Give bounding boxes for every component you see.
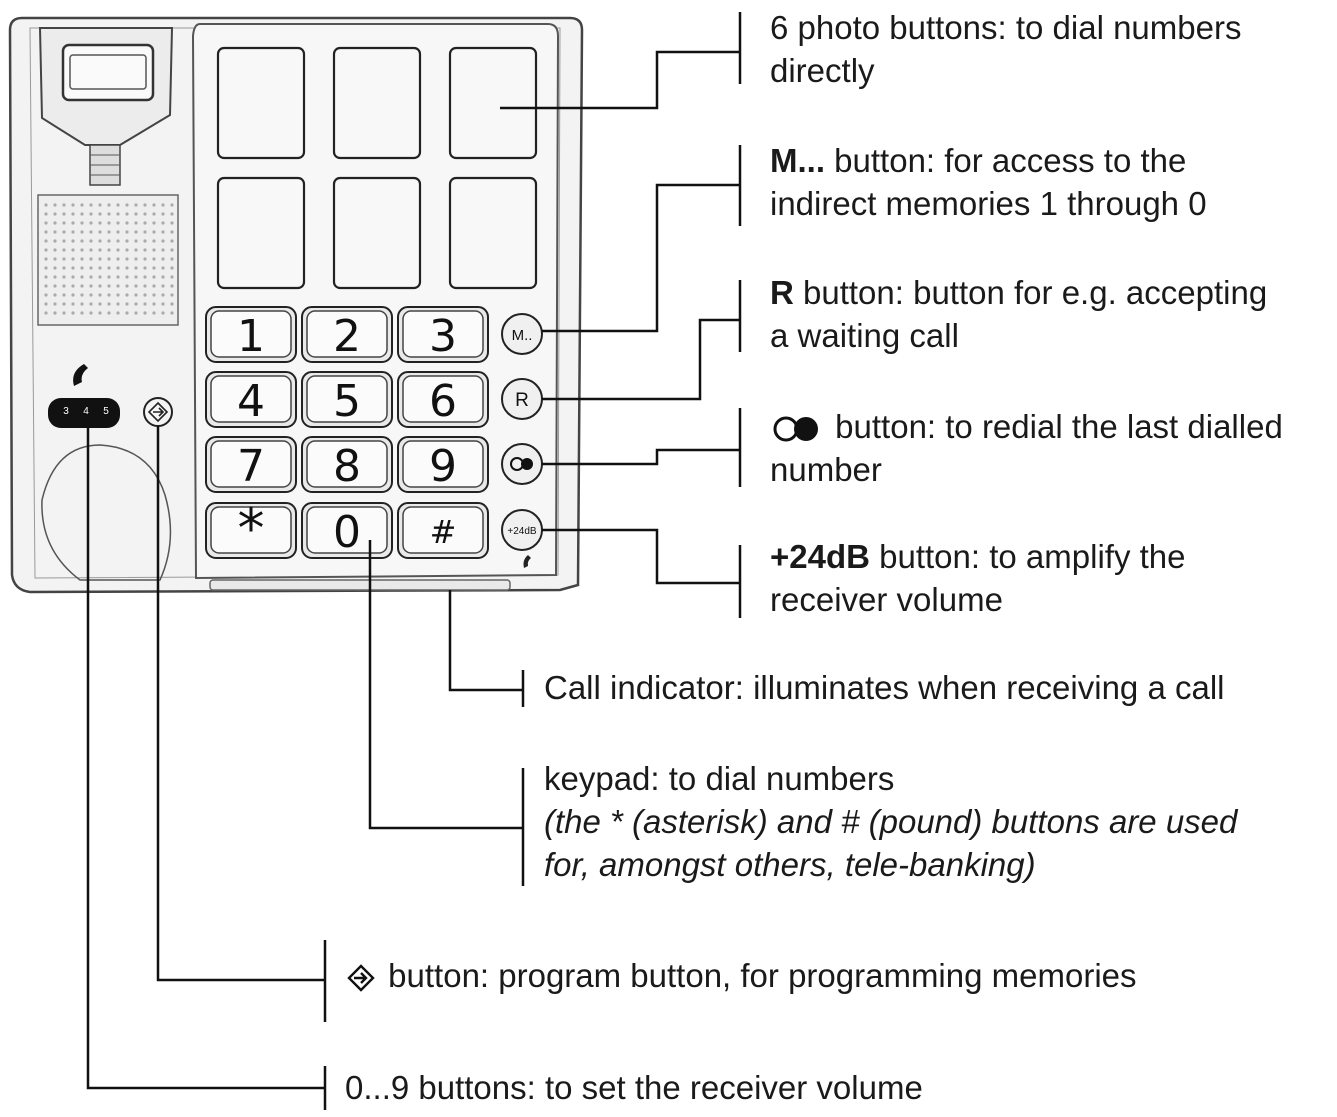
- callout-photo-line1: 6 photo buttons: to dial numbers: [770, 9, 1242, 46]
- keypad-key[interactable]: 2: [301, 306, 393, 363]
- callout-amplify-strong: +24dB: [770, 538, 870, 575]
- redial-button[interactable]: [501, 443, 543, 485]
- photo-button[interactable]: [216, 176, 306, 290]
- callout-recall-line1: button: button for e.g. accepting: [793, 274, 1268, 311]
- keypad-key-label: 9: [429, 441, 457, 492]
- amplify-button[interactable]: +24dB: [501, 509, 543, 551]
- keypad-key-label: 5: [333, 376, 361, 427]
- callout-memory-strong: M...: [770, 142, 825, 179]
- callout-redial-button: button: to redial the last dialled numbe…: [770, 405, 1283, 491]
- callout-call-indicator: Call indicator: illuminates when receivi…: [544, 666, 1224, 709]
- keypad: 1 2 3 4 5 6 7 8 9 * 0 #: [205, 306, 489, 560]
- callout-photo-buttons: 6 photo buttons: to dial numbers directl…: [770, 6, 1241, 92]
- keypad-key[interactable]: 4: [205, 371, 297, 428]
- volume-digit: 4: [83, 406, 89, 417]
- callout-redial-line2: number: [770, 451, 882, 488]
- callout-keypad-line2: (the * (asterisk) and # (pound) buttons …: [544, 803, 1238, 840]
- program-button[interactable]: [143, 397, 173, 427]
- program-icon: [347, 964, 375, 992]
- call-indicator: [209, 579, 511, 591]
- callout-amplify-line2: receiver volume: [770, 581, 1003, 618]
- volume-dial[interactable]: 3 4 5: [48, 398, 120, 428]
- callout-program-line1: button: program button, for programming …: [379, 957, 1137, 994]
- callout-recall-line2: a waiting call: [770, 317, 959, 354]
- keypad-key[interactable]: 0: [301, 502, 393, 559]
- keypad-key[interactable]: 8: [301, 436, 393, 493]
- keypad-key-label: 7: [237, 441, 265, 492]
- keypad-key[interactable]: 9: [397, 436, 489, 493]
- small-handset-icon: [523, 555, 531, 568]
- redial-icon: [773, 416, 818, 442]
- keypad-key-label: 0: [333, 507, 361, 558]
- callout-keypad-line3: for, amongst others, tele-banking): [544, 846, 1036, 883]
- photo-button[interactable]: [448, 46, 538, 160]
- callout-redial-line1: button: to redial the last dialled: [826, 408, 1283, 445]
- callout-indicator-line1: Call indicator: illuminates when receivi…: [544, 669, 1225, 706]
- callout-recall-button: R button: button for e.g. accepting a wa…: [770, 271, 1267, 357]
- keypad-key-label: 4: [237, 376, 265, 427]
- recall-button-label: R: [515, 390, 529, 411]
- photo-button[interactable]: [332, 46, 422, 160]
- callout-memory-button: M... button: for access to the indirect …: [770, 139, 1207, 225]
- callout-recall-strong: R: [770, 274, 794, 311]
- keypad-key[interactable]: 6: [397, 371, 489, 428]
- memory-button[interactable]: M..: [501, 313, 543, 355]
- callout-amplify-line1: button: to amplify the: [869, 538, 1186, 575]
- volume-digit: 3: [63, 406, 69, 417]
- keypad-key-label: 6: [429, 376, 457, 427]
- keypad-key-label: 8: [333, 441, 361, 492]
- callout-keypad-line1: keypad: to dial numbers: [544, 760, 895, 797]
- callout-amplify-button: +24dB button: to amplify the receiver vo…: [770, 535, 1185, 621]
- memory-button-label: M..: [512, 327, 533, 344]
- keypad-key[interactable]: 7: [205, 436, 297, 493]
- callout-volume-buttons: 0...9 buttons: to set the receiver volum…: [345, 1066, 923, 1109]
- keypad-key-label: 3: [429, 311, 457, 362]
- handset-icon: [73, 364, 88, 386]
- callout-volume-line1: 0...9 buttons: to set the receiver volum…: [345, 1069, 923, 1106]
- receiver-rest: [41, 444, 172, 581]
- photo-button[interactable]: [448, 176, 538, 290]
- callout-program-button: button: program button, for programming …: [345, 954, 1137, 997]
- keypad-key[interactable]: 3: [397, 306, 489, 363]
- photo-button[interactable]: [332, 176, 422, 290]
- keypad-key[interactable]: 1: [205, 306, 297, 363]
- callout-photo-line2: directly: [770, 52, 875, 89]
- callout-memory-line1: button: for access to the: [825, 142, 1187, 179]
- photo-button[interactable]: [216, 46, 306, 160]
- keypad-key-label: 2: [333, 311, 361, 362]
- keypad-key-label: *: [238, 497, 265, 560]
- keypad-key[interactable]: *: [205, 497, 297, 560]
- keypad-key-label: 1: [237, 311, 265, 362]
- recall-button[interactable]: R: [501, 378, 543, 420]
- keypad-key[interactable]: 5: [301, 371, 393, 428]
- callout-memory-line2: indirect memories 1 through 0: [770, 185, 1207, 222]
- photo-buttons: [216, 46, 538, 290]
- keypad-key[interactable]: #: [397, 502, 489, 559]
- keypad-key-label: #: [430, 513, 457, 551]
- callout-keypad: keypad: to dial numbers (the * (asterisk…: [544, 757, 1237, 886]
- program-icon: [147, 401, 169, 423]
- volume-digit: 5: [103, 406, 109, 417]
- amplify-button-label: +24dB: [507, 526, 537, 537]
- leader-lines: [86, 12, 742, 1110]
